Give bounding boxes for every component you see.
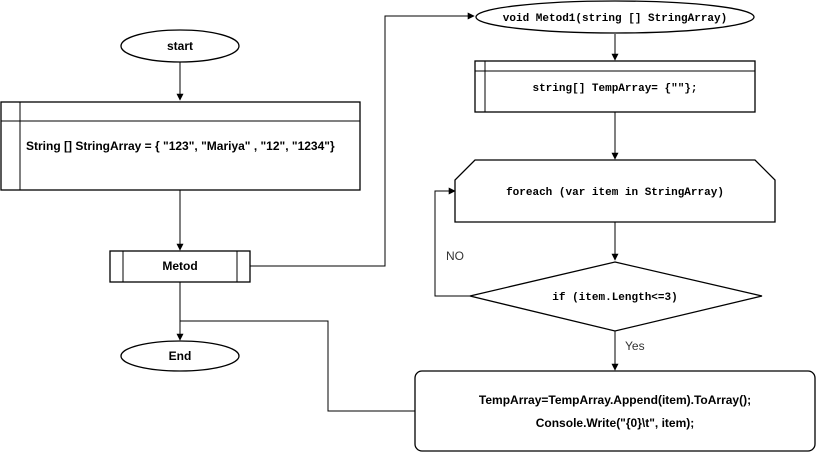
method-signature-label: void Metod1(string [] StringArray) bbox=[503, 13, 727, 25]
foreach-text: foreach (var item in StringArray) bbox=[506, 187, 724, 199]
metod-subprocess: Metod bbox=[109, 250, 251, 283]
array-init-block: String [] StringArray = { "123", "Mariya… bbox=[0, 101, 361, 191]
array-init-text: String [] StringArray = { "123", "Mariya… bbox=[26, 139, 335, 153]
start-terminal: start bbox=[120, 29, 240, 63]
no-edge-label: NO bbox=[446, 249, 464, 263]
method-signature-terminal: void Metod1(string [] StringArray) bbox=[475, 0, 755, 34]
foreach-loop-shape: foreach (var item in StringArray) bbox=[454, 159, 776, 223]
temp-array-text: string[] TempArray= {""}; bbox=[532, 83, 697, 95]
action-text-line1: TempArray=TempArray.Append(item).ToArray… bbox=[479, 393, 751, 407]
action-block: TempArray=TempArray.Append(item).ToArray… bbox=[414, 370, 816, 452]
condition-text: if (item.Length<=3) bbox=[552, 292, 677, 304]
action-text-line2: Console.Write("{0}\t", item); bbox=[536, 416, 695, 430]
end-terminal: End bbox=[120, 340, 240, 372]
edge-if-no-loop bbox=[434, 187, 470, 297]
edges bbox=[176, 12, 619, 412]
start-label: start bbox=[167, 39, 193, 53]
edge-metod-to-method-sig bbox=[250, 12, 475, 267]
metod-label: Metod bbox=[162, 259, 197, 273]
end-label: End bbox=[169, 349, 192, 363]
temp-array-block: string[] TempArray= {""}; bbox=[474, 60, 756, 113]
edge-action-to-end bbox=[180, 320, 415, 412]
condition-diamond: if (item.Length<=3) bbox=[469, 261, 763, 332]
yes-edge-label: Yes bbox=[625, 339, 645, 353]
